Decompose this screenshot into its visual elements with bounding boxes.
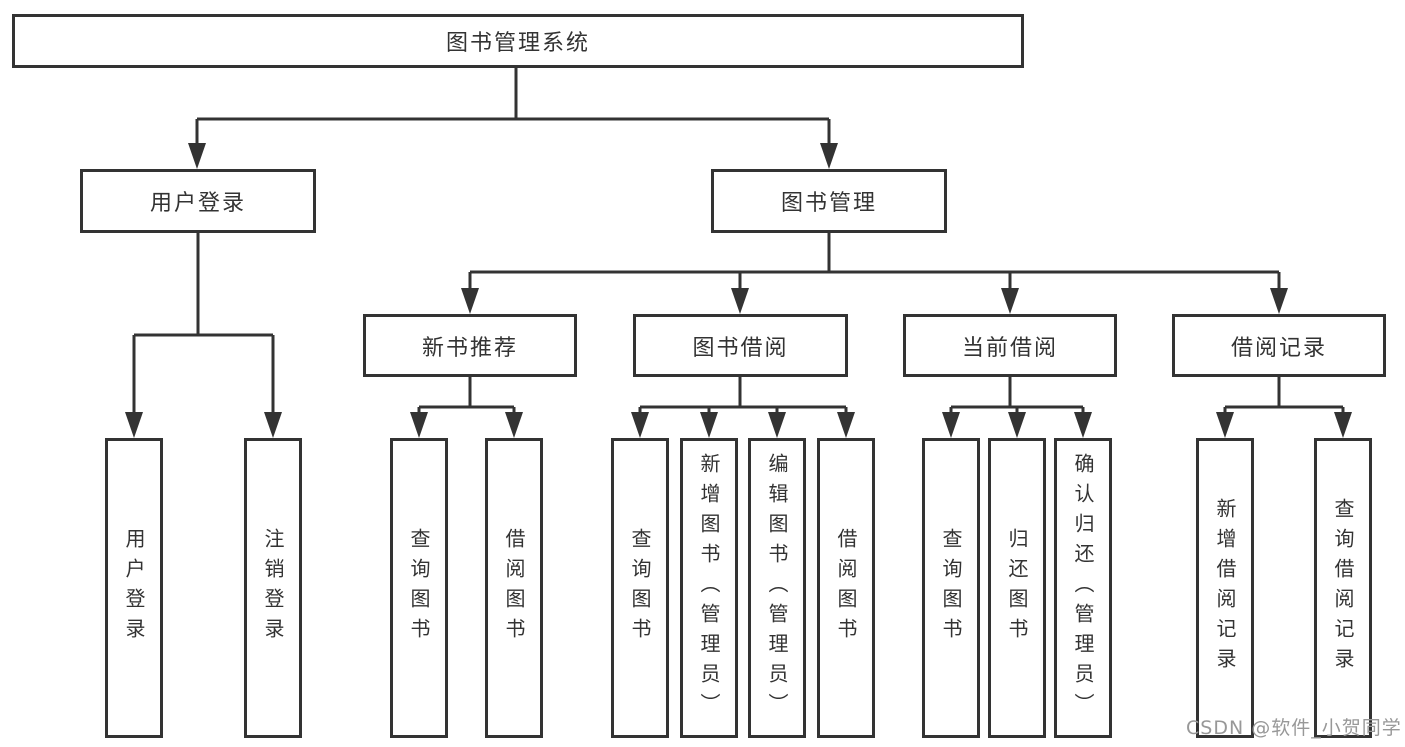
node-label: 查询图书: [628, 528, 652, 648]
node-label: 新增借阅记录: [1213, 498, 1237, 678]
node-current-borrow: 当前借阅: [903, 314, 1117, 377]
node-borrow-records: 借阅记录: [1172, 314, 1386, 377]
node-book-management: 图书管理: [711, 169, 947, 233]
leaf-add-book-admin: 新增图书（管理员）: [680, 438, 738, 738]
leaf-return-book: 归还图书: [988, 438, 1046, 738]
node-label: 图书管理: [780, 191, 877, 216]
node-label: 确认归还（管理员）: [1071, 453, 1095, 723]
node-user-login: 用户登录: [80, 169, 316, 233]
csdn-watermark: CSDN @软件_小贺同学: [1186, 717, 1402, 739]
leaf-query-books-current: 查询图书: [922, 438, 980, 738]
leaf-query-borrow-record: 查询借阅记录: [1314, 438, 1372, 738]
leaf-user-login: 用户登录: [105, 438, 163, 738]
node-label: 图书借阅: [692, 335, 789, 361]
node-label: 编辑图书（管理员）: [765, 453, 789, 723]
node-new-book-recommend: 新书推荐: [363, 314, 577, 377]
node-label: 借阅记录: [1230, 335, 1327, 361]
leaf-borrow-books: 借阅图书: [817, 438, 875, 738]
node-label: 图书管理系统: [445, 31, 590, 56]
node-label: 归还图书: [1005, 528, 1029, 648]
leaf-query-books-borrow: 查询图书: [611, 438, 669, 738]
node-root: 图书管理系统: [12, 14, 1024, 68]
leaf-confirm-return-admin: 确认归还（管理员）: [1054, 438, 1112, 738]
node-label: 用户登录: [149, 191, 246, 216]
leaf-logout: 注销登录: [244, 438, 302, 738]
leaf-edit-book-admin: 编辑图书（管理员）: [748, 438, 806, 738]
node-label: 当前借阅: [961, 335, 1058, 361]
node-label: 新增图书（管理员）: [697, 453, 721, 723]
node-label: 注销登录: [261, 528, 285, 648]
node-label: 查询图书: [407, 528, 431, 648]
node-label: 新书推荐: [421, 335, 518, 361]
leaf-add-borrow-record: 新增借阅记录: [1196, 438, 1254, 738]
node-label: 借阅图书: [502, 528, 526, 648]
leaf-borrow-books-recommend: 借阅图书: [485, 438, 543, 738]
arrowheads: [125, 143, 1352, 438]
node-label: 用户登录: [122, 528, 146, 648]
node-label: 借阅图书: [834, 528, 858, 648]
node-book-borrow: 图书借阅: [633, 314, 848, 377]
node-label: 查询借阅记录: [1331, 498, 1355, 678]
leaf-query-books-recommend: 查询图书: [390, 438, 448, 738]
node-label: 查询图书: [939, 528, 963, 648]
